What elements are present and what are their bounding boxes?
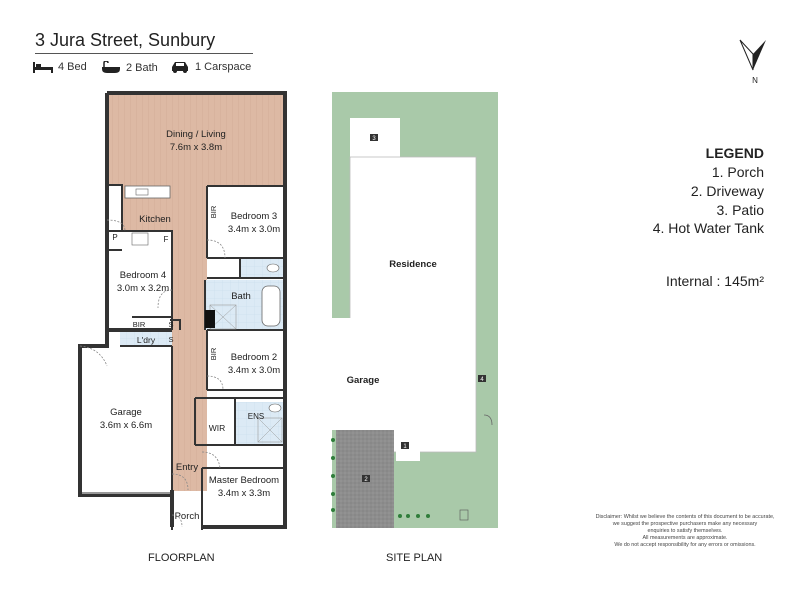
blackout-duct [205, 310, 215, 328]
storage1-label: S [168, 320, 173, 329]
feature-beds: 4 Bed [33, 61, 87, 73]
bath-icon [102, 61, 120, 73]
ensuite-label: ENS [248, 412, 264, 421]
bedroom2-label: Bedroom 2 [231, 352, 277, 363]
bathtub-icon [261, 285, 281, 327]
exterior-walls [78, 91, 287, 529]
dining-living-size: 7.6m x 3.8m [170, 142, 222, 153]
door-swings [79, 219, 226, 528]
wc-floor [240, 258, 283, 278]
master-bedroom-size: 3.4m x 3.3m [218, 488, 270, 499]
ensuite-shower-icon [257, 417, 283, 443]
garage-size: 3.6m x 6.6m [100, 420, 152, 431]
marker-driveway: 2 [364, 477, 368, 483]
bed-icon [33, 62, 53, 73]
laundry-floor [120, 332, 172, 346]
title-divider [35, 53, 253, 54]
disclaimer-line: we suggest the prospective purchasers ma… [612, 521, 758, 527]
marker-hot-water-tank: 4 [480, 377, 484, 383]
legend-title: LEGEND [705, 145, 764, 161]
bir4-label: BIR [133, 320, 146, 329]
stove-icon [131, 232, 149, 246]
marker-patio: 3 [372, 136, 376, 142]
ensuite-toilet-icon [268, 403, 282, 413]
kitchen-sink-icon [135, 188, 149, 196]
legend-item-patio: 3. Patio [716, 202, 764, 218]
compass-label: N [752, 76, 758, 85]
internal-area: Internal : 145m² [665, 273, 764, 289]
property-address: 3 Jura Street, Sunbury [35, 30, 216, 50]
beds-label: 4 Bed [58, 61, 87, 73]
site-garage-label: Garage [347, 375, 380, 386]
fridge-label: F [164, 235, 169, 244]
feature-carspace: 1 Carspace [170, 61, 251, 73]
bir3-label: BIR [209, 205, 218, 218]
bedroom4-size: 3.0m x 3.2m [117, 283, 169, 294]
bedroom4-label: Bedroom 4 [120, 270, 166, 281]
disclaimer: Disclaimer: Whilst we believe the conten… [573, 514, 797, 549]
garage-label: Garage [110, 407, 142, 418]
wir-label: WIR [209, 423, 226, 433]
storage2-label: S [168, 335, 173, 344]
bath-label: Bath [231, 291, 251, 302]
dining-living-floor [107, 93, 285, 185]
dining-living-label: Dining / Living [166, 129, 226, 140]
bedroom2-size: 3.4m x 3.0m [228, 365, 280, 376]
residence-label: Residence [389, 259, 437, 270]
interior-walls [107, 184, 285, 530]
laundry-label: L'dry [137, 335, 156, 345]
compass-arrow-icon [739, 39, 766, 71]
disclaimer-line: Disclaimer: Whilst we believe the conten… [595, 514, 775, 520]
legend-item-porch: 1. Porch [711, 164, 764, 180]
floorplan-drawing: Dining / Living 7.6m x 3.8m Kitchen P F … [78, 91, 287, 530]
letterbox-icon [459, 509, 469, 521]
feature-baths: 2 Bath [101, 61, 158, 74]
siteplan-drawing: Residence Garage 3 4 2 1 [331, 92, 498, 528]
marker-porch: 1 [403, 444, 407, 450]
floorplan-caption: FLOORPLAN [148, 552, 215, 564]
garage-footprint [332, 318, 392, 430]
disclaimer-line: enquiries to satisfy themselves. [647, 528, 723, 534]
side-gate [483, 414, 493, 426]
disclaimer-line: We do not accept responsibility for any … [614, 542, 756, 548]
entry-label: Entry [176, 462, 198, 473]
pantry-label: P [112, 233, 117, 242]
toilet-icon [266, 263, 280, 273]
legend-item-hot-water-tank: 4. Hot Water Tank [652, 220, 764, 236]
carspace-label: 1 Carspace [195, 61, 252, 73]
baths-label: 2 Bath [126, 61, 158, 74]
bedroom3-label: Bedroom 3 [231, 211, 277, 222]
north-compass: N [738, 38, 768, 85]
legend-item-driveway: 2. Driveway [690, 183, 764, 199]
disclaimer-line: All measurements are approximate. [642, 535, 728, 541]
car-icon [172, 62, 188, 73]
front-shrubs [331, 438, 430, 518]
bir2-label: BIR [209, 347, 218, 360]
bedroom3-size: 3.4m x 3.0m [228, 224, 280, 235]
siteplan-caption: SITE PLAN [386, 552, 443, 564]
kitchen-label: Kitchen [139, 214, 171, 225]
master-bedroom-label: Master Bedroom [209, 475, 279, 486]
porch-label: Porch [175, 511, 200, 522]
kitchen-bench [124, 185, 171, 199]
